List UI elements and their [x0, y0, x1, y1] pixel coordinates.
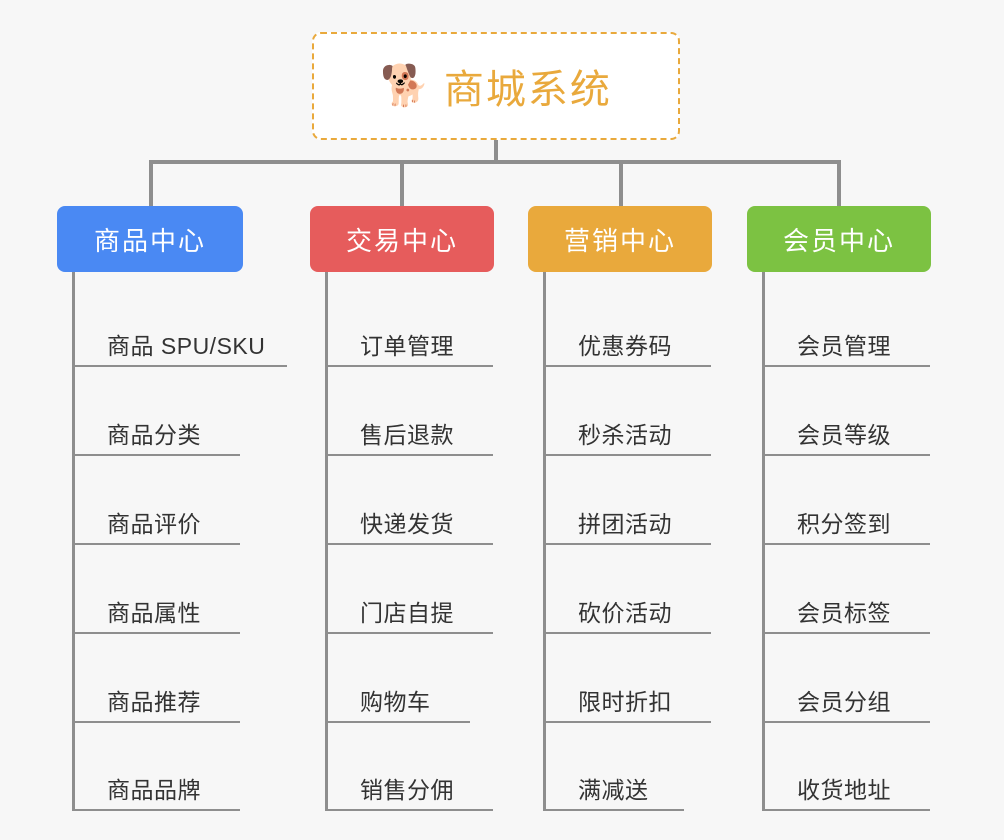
- root-node[interactable]: 🐕 商城系统: [312, 32, 680, 140]
- list-item-label: 会员分组: [797, 689, 891, 715]
- category-label: 营销中心: [563, 225, 676, 256]
- list-item-label: 商品推荐: [107, 689, 201, 715]
- list-item[interactable]: 商品分类: [75, 367, 240, 456]
- connector-drop-1: [149, 160, 153, 208]
- list-item[interactable]: 商品品牌: [75, 723, 240, 811]
- list-item[interactable]: 满减送: [546, 723, 684, 811]
- connector-horizontal-bus: [149, 160, 841, 164]
- branch-spine-trade-center: 订单管理 售后退款 快递发货 门店自提 购物车 销售分佣: [325, 272, 530, 811]
- list-item[interactable]: 商品评价: [75, 456, 240, 545]
- connector-drop-4: [837, 160, 841, 208]
- list-item-label: 会员等级: [797, 422, 891, 448]
- list-item[interactable]: 秒杀活动: [546, 367, 711, 456]
- list-item[interactable]: 拼团活动: [546, 456, 711, 545]
- connector-drop-2: [400, 160, 404, 208]
- list-item[interactable]: 商品属性: [75, 545, 240, 634]
- list-item-label: 会员标签: [797, 600, 891, 626]
- list-item-label: 门店自提: [360, 600, 454, 626]
- list-item-label: 积分签到: [797, 511, 891, 537]
- list-item-label: 商品属性: [107, 600, 201, 626]
- list-item-label: 商品 SPU/SKU: [107, 333, 266, 359]
- list-item[interactable]: 门店自提: [328, 545, 493, 634]
- list-item[interactable]: 售后退款: [328, 367, 493, 456]
- category-label: 会员中心: [782, 225, 895, 256]
- list-item[interactable]: 会员标签: [765, 545, 930, 634]
- list-item[interactable]: 收货地址: [765, 723, 930, 811]
- category-label: 商品中心: [93, 225, 206, 256]
- list-item[interactable]: 会员等级: [765, 367, 930, 456]
- connector-root-stem: [494, 140, 498, 162]
- list-item-label: 售后退款: [360, 422, 454, 448]
- list-item[interactable]: 订单管理: [328, 278, 493, 367]
- root-node-title: 商城系统: [443, 68, 612, 112]
- list-item-label: 商品品牌: [107, 777, 201, 803]
- list-item-label: 会员管理: [797, 333, 891, 359]
- list-item-label: 购物车: [360, 689, 431, 715]
- branch-column-marketing-center: 营销中心 优惠券码 秒杀活动 拼团活动 砍价活动 限时折扣 满减送: [528, 206, 743, 811]
- category-header-trade-center[interactable]: 交易中心: [310, 206, 494, 272]
- list-item[interactable]: 限时折扣: [546, 634, 711, 723]
- list-item-label: 拼团活动: [578, 511, 672, 537]
- branch-column-trade-center: 交易中心 订单管理 售后退款 快递发货 门店自提 购物车 销售分佣: [310, 206, 530, 811]
- branch-spine-member-center: 会员管理 会员等级 积分签到 会员标签 会员分组 收货地址: [762, 272, 962, 811]
- list-item[interactable]: 销售分佣: [328, 723, 493, 811]
- list-item[interactable]: 砍价活动: [546, 545, 711, 634]
- list-item-label: 收货地址: [797, 777, 891, 803]
- list-item-label: 满减送: [578, 777, 649, 803]
- list-item-label: 优惠券码: [578, 333, 672, 359]
- list-item[interactable]: 购物车: [328, 634, 470, 723]
- list-item-label: 订单管理: [360, 333, 454, 359]
- branch-column-member-center: 会员中心 会员管理 会员等级 积分签到 会员标签 会员分组 收货地址: [747, 206, 962, 811]
- category-header-product-center[interactable]: 商品中心: [57, 206, 243, 272]
- list-item-label: 商品评价: [107, 511, 201, 537]
- category-header-member-center[interactable]: 会员中心: [747, 206, 931, 272]
- list-item-label: 销售分佣: [360, 777, 454, 803]
- list-item[interactable]: 会员管理: [765, 278, 930, 367]
- list-item-label: 快递发货: [360, 511, 454, 537]
- list-item[interactable]: 会员分组: [765, 634, 930, 723]
- list-item[interactable]: 积分签到: [765, 456, 930, 545]
- list-item-label: 秒杀活动: [578, 422, 672, 448]
- branch-column-product-center: 商品中心 商品 SPU/SKU 商品分类 商品评价 商品属性 商品推荐 商品品牌: [57, 206, 287, 811]
- list-item[interactable]: 快递发货: [328, 456, 493, 545]
- list-item-label: 商品分类: [107, 422, 201, 448]
- shiba-dog-emoji-icon: 🐕: [380, 64, 430, 108]
- list-item[interactable]: 商品推荐: [75, 634, 240, 723]
- branch-spine-marketing-center: 优惠券码 秒杀活动 拼团活动 砍价活动 限时折扣 满减送: [543, 272, 743, 811]
- category-header-marketing-center[interactable]: 营销中心: [528, 206, 712, 272]
- category-label: 交易中心: [345, 225, 458, 256]
- list-item-label: 限时折扣: [578, 689, 672, 715]
- list-item[interactable]: 商品 SPU/SKU: [75, 278, 287, 367]
- list-item-label: 砍价活动: [578, 600, 672, 626]
- connector-drop-3: [619, 160, 623, 208]
- branch-spine-product-center: 商品 SPU/SKU 商品分类 商品评价 商品属性 商品推荐 商品品牌: [72, 272, 287, 811]
- list-item[interactable]: 优惠券码: [546, 278, 711, 367]
